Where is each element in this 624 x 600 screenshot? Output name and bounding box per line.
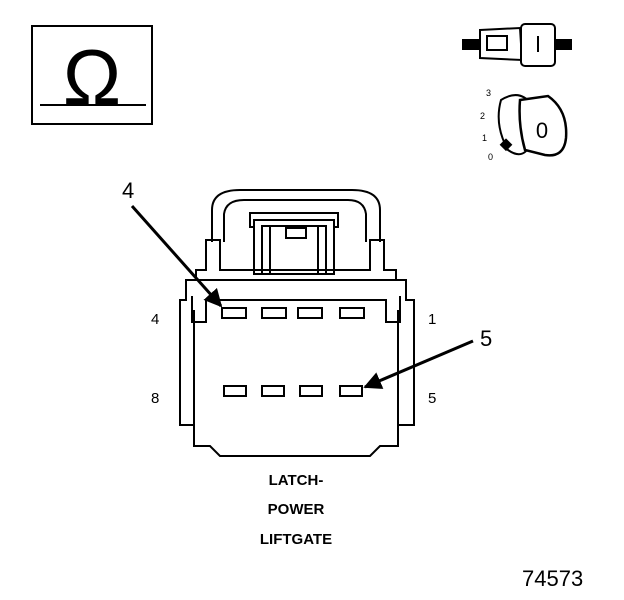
callout-5: 5: [480, 326, 492, 351]
pin-label-8: 8: [151, 390, 159, 407]
callout-5-arrow: [363, 339, 474, 389]
key-position-0: 0: [488, 152, 493, 162]
connector-body: [179, 189, 415, 457]
figure-number: 74573: [522, 566, 583, 591]
pin-label-1: 1: [428, 311, 436, 328]
key-position-3: 3: [486, 88, 491, 98]
disconnect-connector-icon: [462, 23, 572, 67]
connector-name-line-1: LATCH-: [269, 472, 324, 489]
pin-7: [261, 385, 285, 397]
pin-1: [339, 307, 365, 319]
pin-cavities: [221, 307, 365, 397]
pin-5: [339, 385, 363, 397]
key-position-1: 1: [482, 133, 487, 143]
key-position-2: 2: [480, 111, 485, 121]
ohmmeter-icon: Ω: [31, 25, 153, 125]
key-letter: 0: [536, 118, 548, 143]
pin-8: [223, 385, 247, 397]
pin-6: [299, 385, 323, 397]
pin-4: [221, 307, 247, 319]
pin-3: [261, 307, 287, 319]
pin-label-5: 5: [428, 390, 436, 407]
callout-4-arrow: [130, 205, 223, 308]
pin-2: [297, 307, 323, 319]
connector-name-line-3: LIFTGATE: [260, 531, 332, 548]
ignition-key-icon: 3 2 1 0 0: [480, 88, 568, 162]
callout-4: 4: [122, 178, 134, 203]
pin-label-4: 4: [151, 311, 159, 328]
connector-name-line-2: POWER: [268, 501, 325, 518]
ohm-symbol: Ω: [63, 33, 121, 121]
